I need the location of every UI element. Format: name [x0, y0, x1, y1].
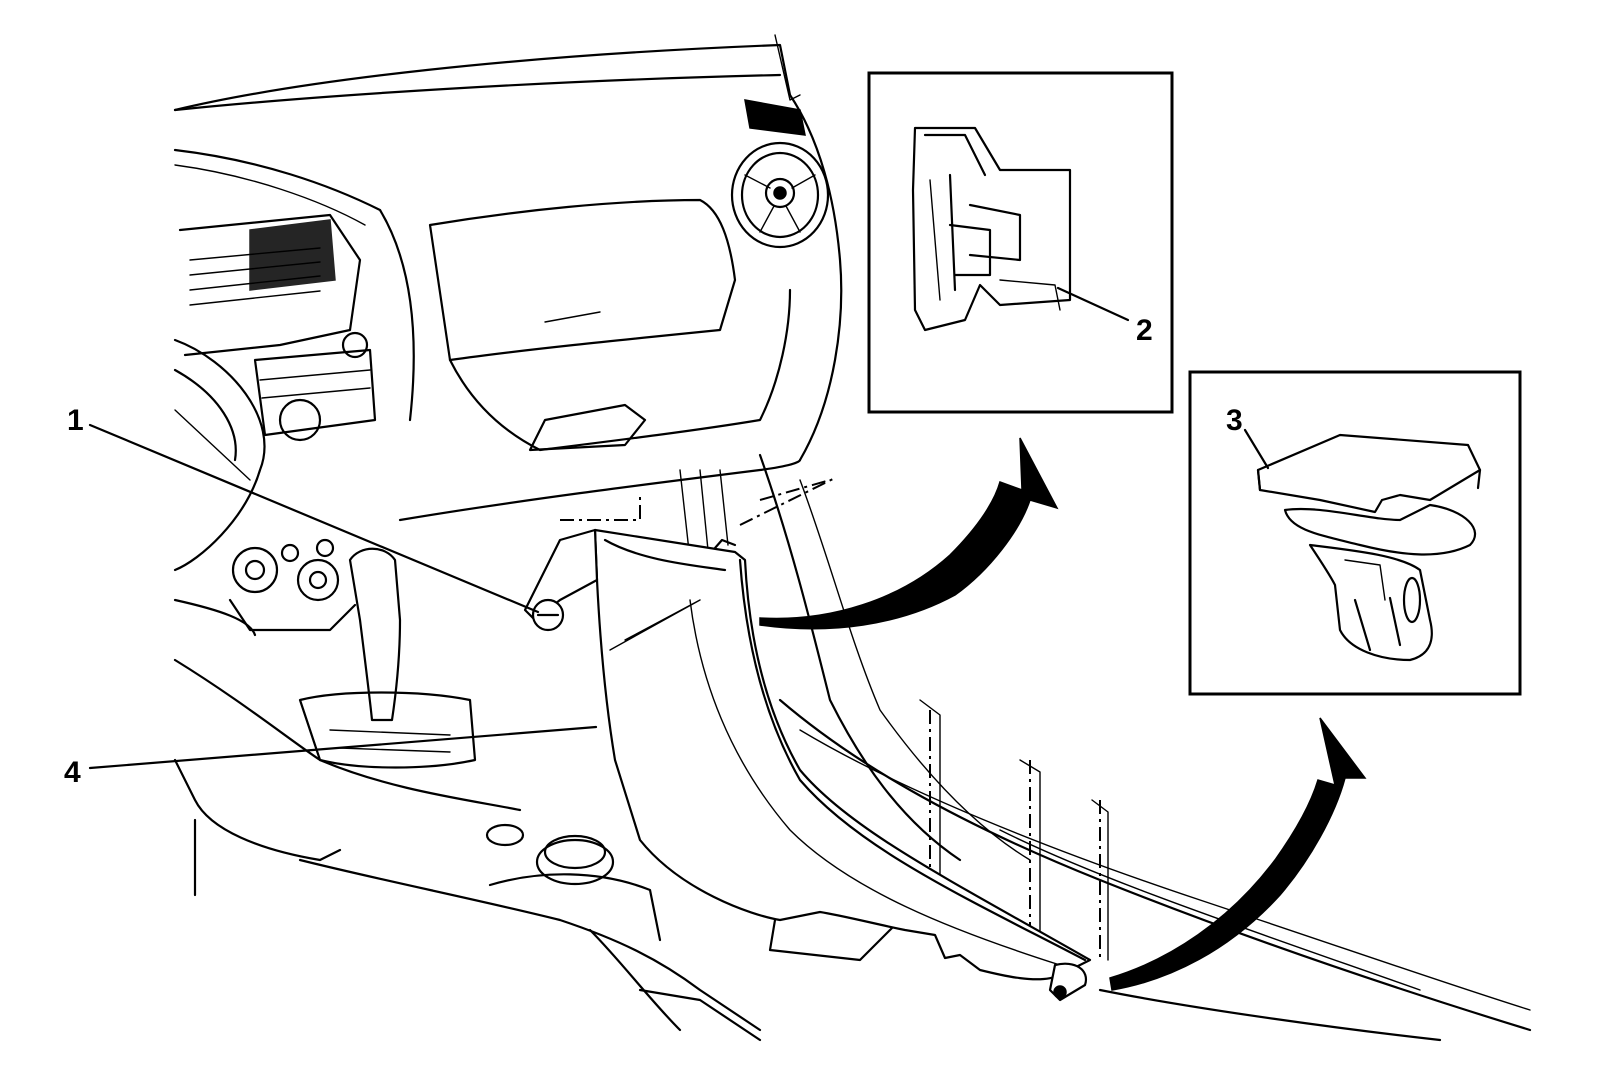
arrow-to-inset-3-icon: [1109, 717, 1367, 991]
leader-line-2: [1056, 286, 1130, 322]
inset-clip-2: [867, 71, 1174, 414]
callout-label-3: 3: [1226, 404, 1243, 437]
floor-console: [173, 758, 902, 1042]
leader-line-4: [88, 725, 598, 770]
callout-labels: 1 2 3 4: [64, 314, 1243, 789]
inset-retainer-3: [1188, 370, 1522, 696]
leader-line-1: [88, 423, 540, 614]
kick-panel-trim: [523, 528, 1092, 1002]
gear-shifter: [173, 547, 522, 812]
instrument-panel: [173, 34, 843, 522]
center-stack: [178, 213, 377, 442]
callout-label-2: 2: [1136, 314, 1153, 347]
leader-lines: [88, 286, 1270, 770]
callout-label-1: 1: [67, 404, 84, 437]
arrow-to-inset-2-icon: [759, 437, 1059, 630]
leader-line-3: [1243, 428, 1270, 470]
callout-label-4: 4: [64, 756, 81, 789]
air-vent-icon: [730, 99, 830, 249]
control-knobs: [228, 538, 357, 632]
glove-box: [428, 198, 792, 452]
alignment-guides: [560, 477, 1109, 961]
floor-sill: [679, 453, 1532, 1042]
